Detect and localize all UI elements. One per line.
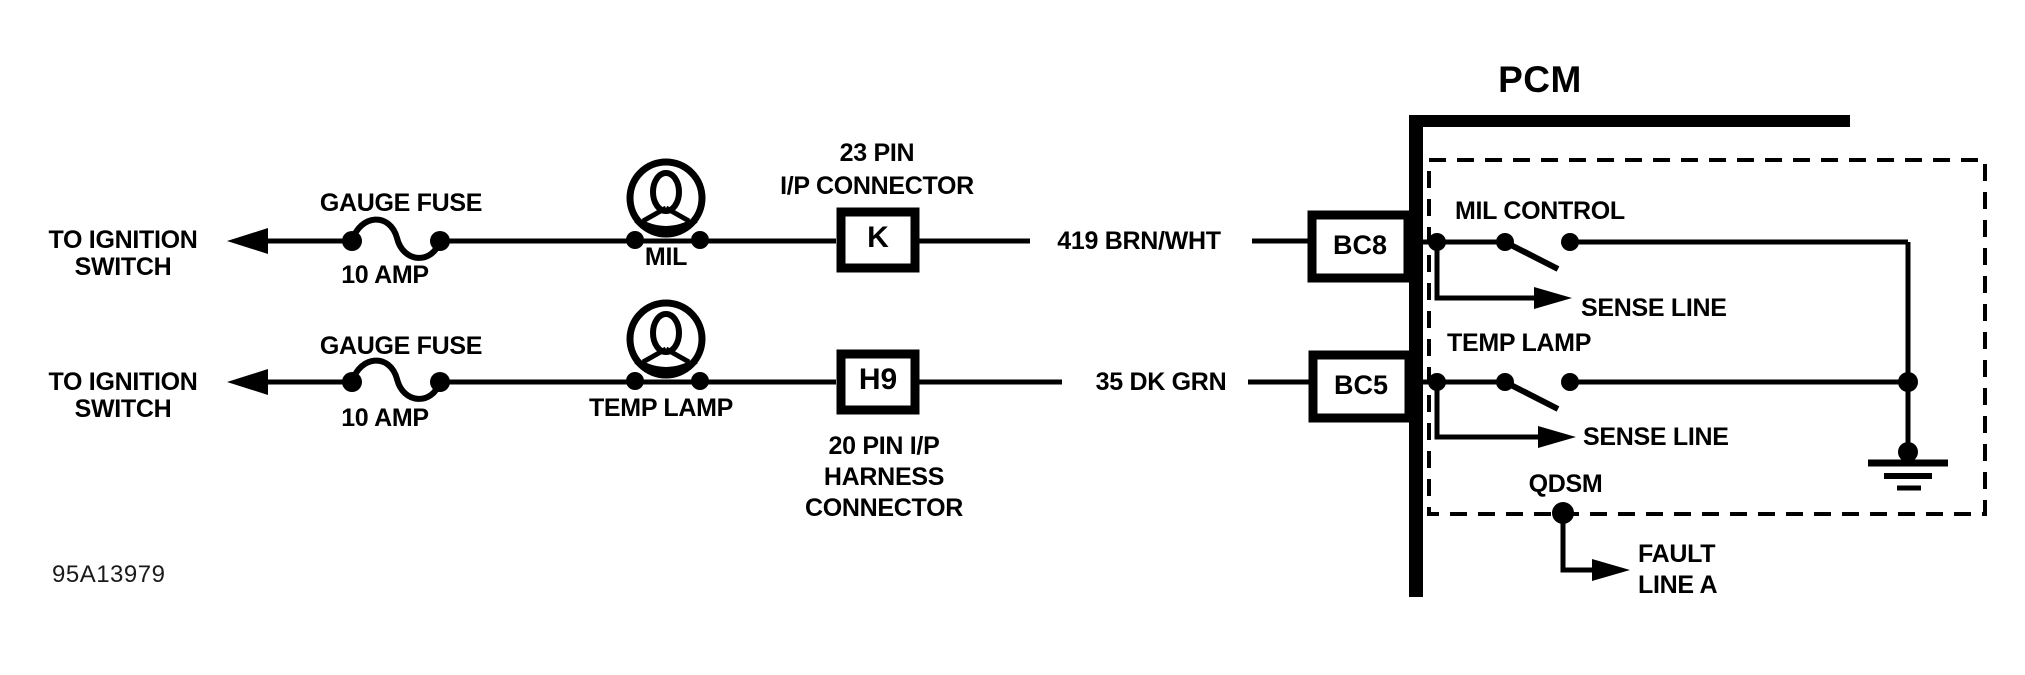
lamp-label: TEMP LAMP (588, 394, 734, 422)
fault-arrow-icon (1552, 502, 1630, 581)
connector-pin-label: H9 (858, 363, 898, 396)
pcm-function-label: TEMP LAMP (1447, 329, 1592, 357)
fuse-symbol (342, 216, 450, 261)
fuse-symbol (342, 357, 450, 402)
fault-line-label: FAULT LINE A (1638, 540, 1718, 599)
connector-description: 20 PIN I/P HARNESS CONNECTOR (805, 432, 963, 522)
temp-lamp-switch-symbol (1423, 373, 1908, 412)
fuse-rating-label: 10 AMP (341, 404, 429, 432)
connector-pin-label: K (867, 221, 889, 254)
terminal-label: BC5 (1333, 370, 1388, 400)
ground-icon (1868, 242, 1948, 491)
sense-line-label: SENSE LINE (1583, 423, 1729, 451)
sense-arrow-icon (1434, 382, 1576, 448)
terminal-box-bc8 (1307, 210, 1413, 283)
lamp-label: MIL (644, 243, 688, 271)
sense-line-label: SENSE LINE (1581, 294, 1727, 322)
fuse-name-label: GAUGE FUSE (319, 189, 483, 217)
pcm-function-label: MIL CONTROL (1455, 197, 1625, 225)
ignition-arrow-icon (227, 369, 352, 395)
pcm-title: PCM (1498, 59, 1582, 100)
connector-box-k (836, 207, 920, 273)
connector-box-h9 (836, 349, 920, 415)
sense-arrow-icon (1434, 242, 1572, 309)
pcm-dashed-boundary (1427, 158, 1987, 516)
wire-label: 419 BRN/WHT (1057, 227, 1221, 255)
mil-control-switch-symbol (1423, 233, 1908, 272)
pcm-wall (1409, 115, 1850, 597)
ignition-arrow-icon (227, 228, 352, 254)
qdsm-label: QDSM (1528, 470, 1603, 498)
figure-id: 95A13979 (52, 561, 166, 588)
fuse-rating-label: 10 AMP (341, 261, 429, 289)
destination-label: TO IGNITION SWITCH (48, 368, 198, 423)
destination-label: TO IGNITION SWITCH (48, 226, 198, 281)
fuse-name-label: GAUGE FUSE (319, 332, 483, 360)
wire-label: 35 DK GRN (1095, 368, 1227, 396)
lamp-symbol-mil (626, 158, 709, 249)
terminal-label: BC8 (1332, 230, 1387, 260)
lamp-symbol-temp (626, 299, 709, 390)
connector-description: 23 PIN I/P CONNECTOR (780, 139, 974, 200)
